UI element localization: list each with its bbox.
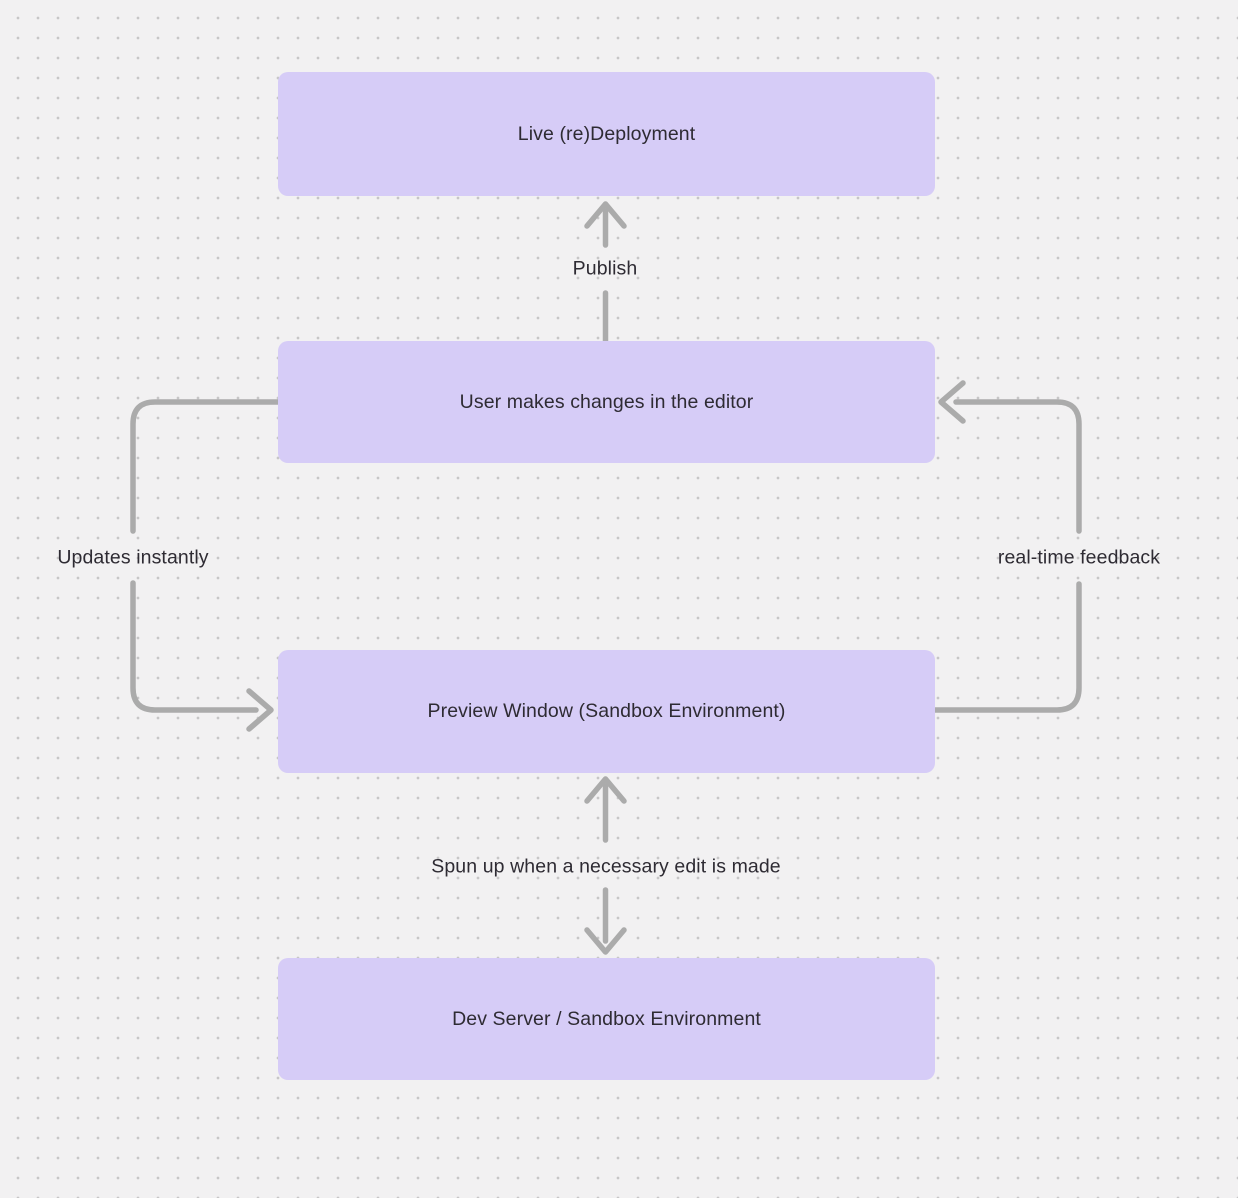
connector-publish[interactable]	[584, 201, 627, 344]
arrowhead-left-icon	[938, 380, 966, 424]
arrowhead-up-icon	[584, 776, 627, 804]
connector-line	[953, 399, 1082, 534]
arrowhead-right-icon	[246, 688, 274, 732]
edge-label-spun-up[interactable]: Spun up when a necessary edit is made	[431, 855, 781, 878]
edge-label-updates-instantly[interactable]: Updates instantly	[57, 546, 209, 569]
connector-real-time-feedback[interactable]	[932, 380, 1082, 713]
node-label: Dev Server / Sandbox Environment	[452, 1007, 761, 1030]
arrowhead-down-icon	[584, 927, 627, 955]
node-user-editor[interactable]: User makes changes in the editor	[278, 341, 935, 463]
node-preview-window[interactable]: Preview Window (Sandbox Environment)	[278, 650, 935, 773]
arrowhead-up-icon	[584, 201, 627, 229]
node-label: User makes changes in the editor	[459, 390, 754, 413]
node-label: Preview Window (Sandbox Environment)	[427, 700, 786, 722]
edge-label-real-time-feedback[interactable]: real-time feedback	[997, 546, 1161, 569]
edge-label-publish[interactable]: Publish	[572, 257, 638, 280]
node-dev-server[interactable]: Dev Server / Sandbox Environment	[278, 958, 935, 1080]
node-live-redeployment[interactable]: Live (re)Deployment	[278, 72, 935, 196]
connector-line	[130, 399, 281, 534]
connector-updates-instantly[interactable]	[130, 399, 281, 732]
connector-spun-up[interactable]	[584, 776, 627, 955]
connector-line	[130, 580, 259, 713]
node-label: Live (re)Deployment	[517, 122, 696, 145]
connector-line	[932, 581, 1082, 713]
